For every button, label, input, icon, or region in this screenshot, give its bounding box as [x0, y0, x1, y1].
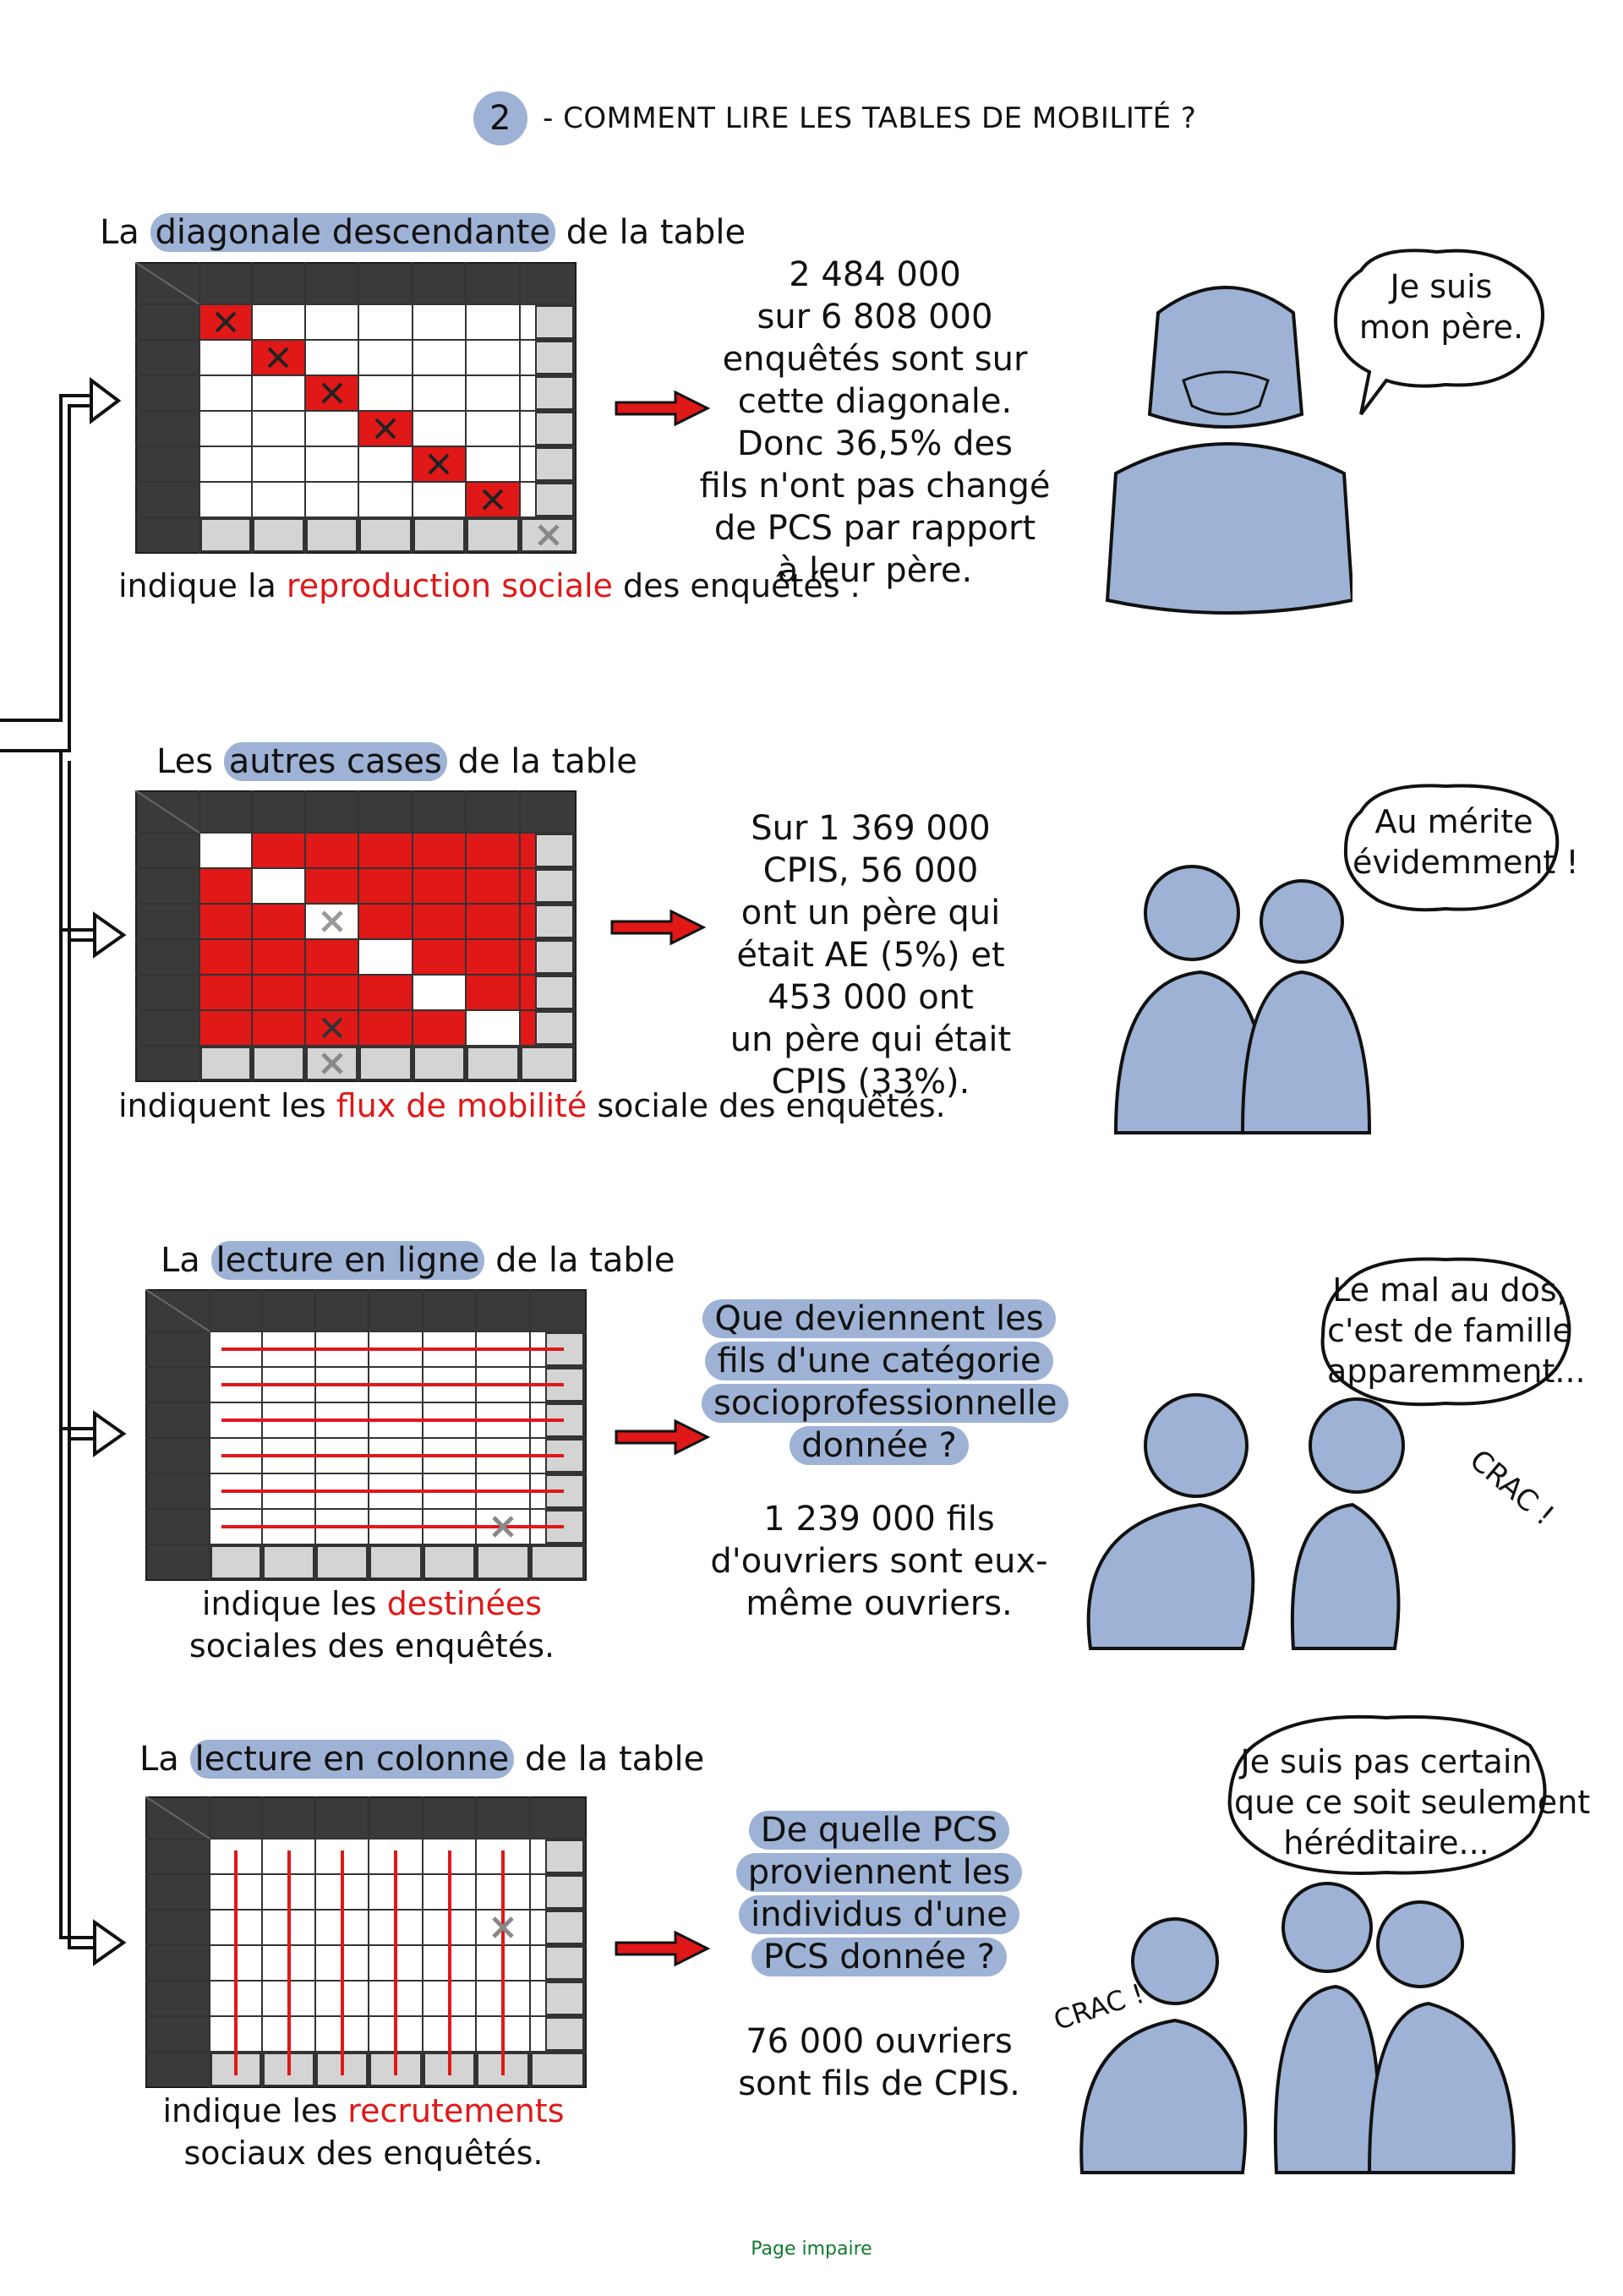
section1-caption: indique la reproduction sociale des enqu…	[118, 567, 861, 604]
section-number-badge: 2	[473, 91, 527, 145]
section1-title: La diagonale descendante de la table	[100, 213, 746, 252]
bracket-connector	[0, 377, 127, 1966]
father-figure-illustration	[1105, 286, 1352, 615]
speech-bubble	[1320, 1257, 1571, 1407]
section4-highlight: lecture en colonne	[189, 1740, 515, 1779]
section3-caption: indique les destinées sociales des enquê…	[189, 1585, 555, 1665]
arrow-right-icon	[615, 390, 711, 427]
section2-highlight: autres cases	[223, 742, 447, 781]
two-men-backache-illustration	[1086, 1393, 1405, 1650]
sound-effect-crac: CRAC !	[1462, 1443, 1561, 1533]
page-title: - COMMENT LIRE LES TABLES DE MOBILITÉ ?	[543, 101, 1197, 135]
speech-bubble	[1343, 784, 1560, 912]
section3-highlight: lecture en ligne	[210, 1241, 485, 1280]
mobility-table-columns	[145, 1796, 587, 2088]
arrow-right-icon	[615, 1419, 711, 1456]
section3-title: La lecture en ligne de la table	[161, 1241, 675, 1280]
section4-caption: indique les recrutements sociaux des enq…	[162, 2092, 565, 2172]
page-footer: Page impaire	[751, 2239, 872, 2260]
speech-bubble	[1227, 1714, 1547, 1875]
section2-caption: indiquent les flux de mobilité sociale d…	[118, 1087, 946, 1124]
section1-highlight: diagonale descendante	[150, 213, 556, 252]
mobility-table-rows	[145, 1289, 587, 1581]
arrow-right-icon	[610, 909, 707, 946]
mobility-table-diagonal	[135, 262, 577, 554]
arrow-right-icon	[615, 1930, 711, 1967]
section2-title: Les autres cases de la table	[156, 742, 637, 781]
mobility-table-flows	[135, 790, 577, 1082]
three-men-illustration	[1079, 1882, 1516, 2174]
section4-title: La lecture en colonne de la table	[139, 1740, 705, 1779]
two-men-illustration	[1113, 865, 1372, 1134]
page-header: 2 - COMMENT LIRE LES TABLES DE MOBILITÉ …	[473, 91, 1196, 145]
speech-bubble	[1333, 249, 1544, 416]
